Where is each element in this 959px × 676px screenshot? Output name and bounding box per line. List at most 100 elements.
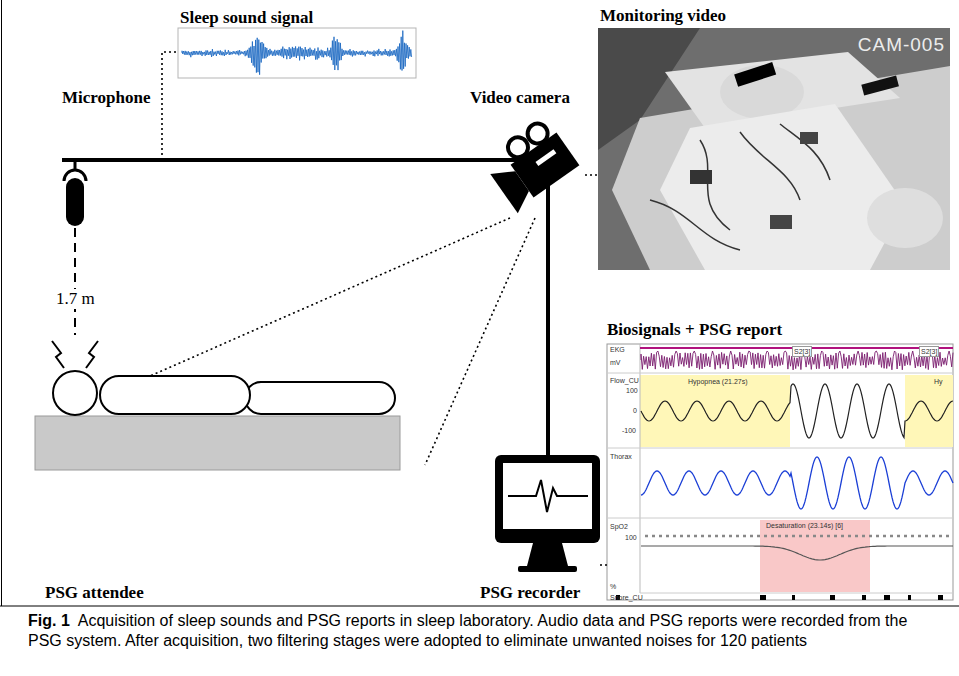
video-camera-icon [465, 116, 582, 218]
psg-signal-chart-part [640, 593, 953, 594]
monitoring-photo-part [734, 62, 776, 87]
patient-figure [35, 341, 400, 470]
monitoring-photo-part [800, 132, 818, 144]
video-panel: Monitoring videoCAM-005 [598, 6, 953, 272]
chart-label: EKG [609, 345, 626, 354]
mounting-bar [546, 218, 550, 455]
person-label: PSG attendee [45, 583, 144, 603]
patient-figure-part [86, 341, 98, 368]
chart-label: Snore_CU [609, 593, 644, 602]
psg-monitor-icon-part [503, 463, 592, 529]
chart-label: S2[3] [792, 346, 812, 357]
chart-label: S2[3] [919, 346, 939, 357]
psg-signal-chart-part [641, 457, 953, 509]
video-camera-icon-part-part [535, 149, 556, 166]
sound-waveform [178, 28, 416, 78]
distance-line [74, 228, 76, 335]
psg-monitor-icon-part [527, 543, 568, 566]
patient-bed: PSG attendee [30, 335, 430, 605]
psg-signal-chart-part [641, 546, 953, 560]
monitoring-photo-part [861, 76, 899, 96]
psg-signal-chart-part [607, 344, 953, 600]
monitoring-photo-part [867, 188, 943, 248]
psg-signal-chart-part-part [862, 595, 866, 600]
dotted-link [162, 52, 178, 160]
microphone: Microphone [40, 88, 162, 228]
chart-label: % [609, 582, 617, 591]
monitoring-photo [598, 28, 950, 270]
chart-label: 100 [625, 386, 639, 395]
patient-figure-part [52, 341, 64, 368]
psg-signal-chart-part-part [884, 595, 890, 600]
video-camera: Video camera [465, 88, 585, 218]
chart-label: Flow_CU [609, 376, 640, 385]
microphone-symbol [62, 160, 162, 226]
figure-frame [0, 0, 959, 606]
dotted-link [600, 564, 607, 566]
panel-heading: Biosignals + PSG report [607, 320, 782, 340]
psg-signal-chart-part-part [830, 595, 835, 600]
psg-signal-chart-part-part [908, 595, 911, 600]
video-camera-icon-part-part [490, 161, 536, 213]
figure-frame-part [0, 606, 959, 607]
chart-label: Hy [933, 377, 944, 386]
microphone-symbol-part [62, 158, 162, 162]
chart-label: 100 [624, 533, 638, 542]
psg-monitor: PSG recorder [478, 455, 600, 605]
panel-heading: Monitoring video [600, 6, 726, 26]
camera-id: CAM-005 [858, 34, 945, 56]
distance-label: 1.7 m [54, 289, 97, 309]
psg-monitor-icon-part [508, 480, 588, 512]
chart-label: SpO2 [609, 522, 629, 531]
psg-signal-chart-part-part [938, 595, 943, 600]
monitoring-photo-part [660, 104, 905, 270]
psg-signal-chart-part-part [792, 595, 795, 600]
psg-monitor-icon [495, 455, 600, 572]
psg-signal-chart [607, 344, 953, 600]
monitoring-photo-part [612, 66, 950, 270]
patient-figure-part [245, 382, 395, 414]
monitoring-photo-part [690, 170, 712, 184]
monitoring-photo-part [770, 215, 792, 229]
patient-figure-part [100, 376, 250, 414]
figure-number: Fig. 1 [28, 612, 70, 629]
mounting-bar [162, 158, 465, 162]
psg-chart-panel: Biosignals + PSG reportEKG mV S2[3] S2[3] Fl… [607, 320, 953, 602]
psg-signal-chart-part [645, 535, 950, 538]
video-camera-icon-part [481, 116, 582, 213]
device-label: Video camera [470, 88, 570, 108]
psg-monitor-icon-part [495, 455, 600, 543]
monitoring-photo-part [598, 28, 950, 270]
figure-frame-part [1, 0, 2, 606]
psg-signal-chart-part [640, 375, 790, 447]
sound-waveform-part [178, 28, 416, 78]
chart-label: Desaturation (23.14s) [6] [765, 521, 844, 530]
psg-signal-chart-part [640, 344, 641, 593]
monitoring-photo-part [650, 124, 830, 250]
sound-waveform-part [182, 31, 412, 75]
psg-signal-chart-part [760, 520, 870, 592]
device-label: PSG recorder [480, 583, 580, 603]
device-label: Microphone [62, 88, 150, 108]
chart-label: mV [609, 358, 622, 367]
caption-block: Fig. 1Acquisition of sleep sounds and PS… [28, 611, 943, 651]
psg-signal-chart-part [616, 595, 943, 600]
chart-label: 0 [632, 406, 638, 415]
psg-signal-chart-part [607, 373, 953, 374]
patient-figure-part [53, 371, 97, 415]
chart-label: Hypopnea (21.27s) [687, 377, 749, 386]
psg-signal-chart-part-part [760, 595, 766, 600]
patient-figure-part [35, 416, 400, 470]
psg-signal-chart-part [641, 384, 953, 438]
figure-caption: Acquisition of sleep sounds and PSG repo… [28, 612, 907, 649]
signal-panel: Sleep sound signal [178, 8, 418, 80]
panel-heading: Sleep sound signal [180, 8, 313, 28]
dotted-link [585, 174, 598, 176]
psg-monitor-icon-part [518, 566, 577, 572]
chart-label: -100 [621, 426, 637, 435]
dotted-link [150, 218, 535, 465]
microphone-symbol-part [66, 178, 84, 226]
psg-signal-chart-part [607, 518, 953, 519]
video-camera-icon-part-part [524, 120, 552, 148]
